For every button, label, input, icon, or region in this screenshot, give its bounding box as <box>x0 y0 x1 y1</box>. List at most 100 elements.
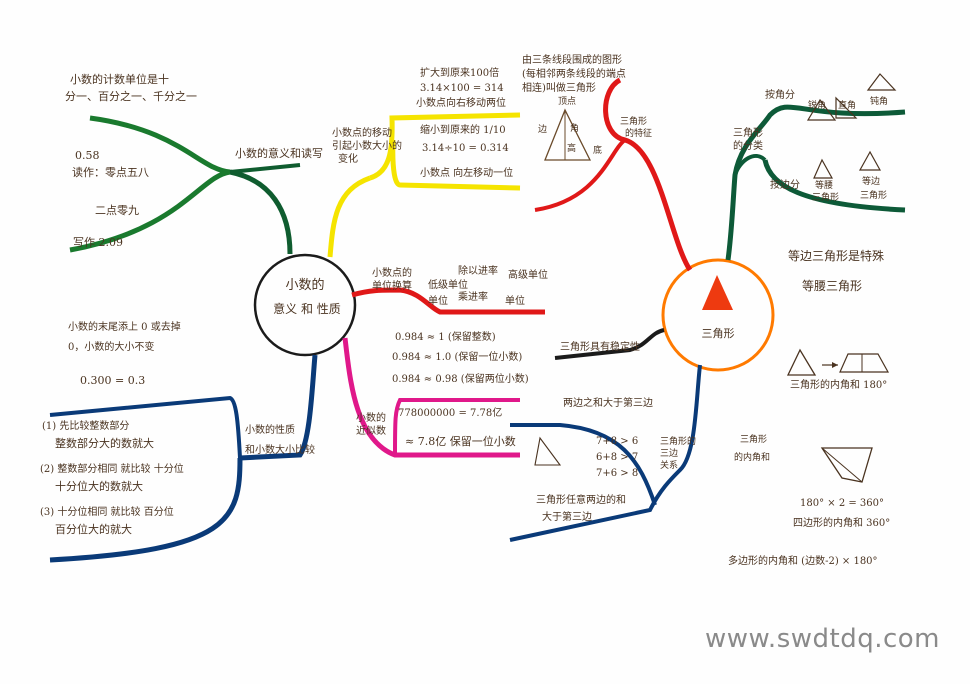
branch-stable <box>554 328 665 360</box>
branch-move <box>327 175 371 258</box>
features-part-vertex: 顶点 <box>558 97 577 107</box>
compare-c2: 整数部分大的数就大 <box>55 437 154 450</box>
compare-c6: 百分位大的就大 <box>55 523 132 536</box>
approx-l1: 0.984 ≈ 1 (保留整数) <box>395 332 496 343</box>
units-r2b: 乘进率 <box>458 292 488 303</box>
angles-eq4: 多边形的内角和 (边数-2) × 180° <box>728 556 878 567</box>
classify-by-side: 按边分 <box>770 180 800 191</box>
move-b2: 3.14÷10 = 0.314 <box>422 143 509 154</box>
triangle-center-label: 三角形 <box>701 327 735 340</box>
decimals-center-line2: 意义 和 性质 <box>273 302 341 316</box>
sides-ineq-3: 7+6 > 8 <box>596 468 639 479</box>
angle-rearranged-figure <box>839 353 890 373</box>
angle-sum-triangle-figure <box>786 348 817 376</box>
sides-ineq-2: 6+8 > 7 <box>596 452 639 463</box>
move-a1: 扩大到原来100倍 <box>420 68 500 79</box>
units-r1a: 低级单位 <box>428 280 468 291</box>
features-label-1: 三角形 <box>620 117 648 127</box>
classify-label-1: 三角形 <box>733 128 763 139</box>
angles-label-1: 三角形 <box>740 435 768 445</box>
classify-note1: 等边三角形是特殊 <box>788 249 885 263</box>
classify-acute: 锐角 <box>808 101 827 111</box>
sides-label-1: 三角形的 <box>660 437 697 447</box>
triangle-center-circle <box>661 258 775 372</box>
units-r1c: 高级单位 <box>508 270 548 281</box>
sides-ineq-1: 7+8 > 6 <box>596 436 639 447</box>
sides-label-3: 关系 <box>660 461 679 471</box>
move-b1: 缩小到原来的 1/10 <box>420 125 506 136</box>
units-r2a: 单位 <box>428 296 448 307</box>
approx-l5: ≈ 7.8亿 保留一位小数 <box>405 435 516 448</box>
features-triangle-figure <box>544 108 592 161</box>
features-part-height: 高 <box>567 144 577 154</box>
meaning-intro-2: 分一、百分之一、千分之一 <box>65 90 197 103</box>
classify-note2: 等腰三角形 <box>802 279 863 293</box>
compare-label-1: 小数的性质 <box>245 425 295 436</box>
approx-label-2: 近似数 <box>356 426 386 437</box>
compare-c3: (2) 整数部分相同 就比较 十分位 <box>40 464 184 475</box>
approx-l4: 778000000 = 7.78亿 <box>398 408 503 419</box>
features-part-side: 边 <box>538 125 548 135</box>
classify-equilateral-2: 三角形 <box>860 191 888 201</box>
classify-isosceles: 等腰 <box>815 181 834 191</box>
meaning-e1: 0.58 <box>75 149 100 162</box>
compare-c4: 十分位大的数就大 <box>55 480 143 493</box>
branch-meaning-top <box>89 115 231 175</box>
approx-l3: 0.984 ≈ 0.98 (保留两位小数) <box>392 374 529 385</box>
approx-label-1: 小数的 <box>356 413 386 424</box>
decimals-center-circle <box>253 253 357 357</box>
move-a2: 3.14×100 = 314 <box>420 83 504 94</box>
meaning-intro-1: 小数的计数单位是十 <box>70 73 169 86</box>
triangle-center-icon <box>702 275 733 310</box>
branch-compare <box>239 354 318 461</box>
move-label-3: 变化 <box>338 154 358 165</box>
classify-equilateral: 等边 <box>862 177 881 187</box>
decimals-center-line1: 小数的 <box>285 278 325 293</box>
move-label-1: 小数点的移动 <box>332 128 392 139</box>
quadrilateral-figure <box>820 447 873 483</box>
approx-l2: 0.984 ≈ 1.0 (保留一位小数) <box>392 352 523 363</box>
meaning-e2: 读作：零点五八 <box>72 166 149 179</box>
angles-eq1: 三角形的内角和 180° <box>790 380 888 391</box>
stable-label: 三角形具有稳定性 <box>560 342 640 353</box>
angles-label-2: 的内角和 <box>734 453 771 463</box>
compare-c1: (1) 先比较整数部分 <box>42 421 130 432</box>
sides-s2: 大于第三边 <box>542 512 592 523</box>
features-label-2: 的特征 <box>625 129 653 139</box>
acute-triangle-figure <box>806 98 837 121</box>
classify-by-angle: 按角分 <box>765 90 795 101</box>
features-top3: 相连)叫做三角形 <box>522 83 596 94</box>
obtuse-triangle-figure <box>866 73 897 91</box>
units-label-2: 单位换算 <box>372 281 412 292</box>
move-b3: 小数点 向左移动一位 <box>420 168 514 179</box>
branch-features <box>603 77 693 272</box>
sides-triangle-figure <box>534 436 562 466</box>
features-top1: 由三条线段围成的图形 <box>522 55 622 66</box>
meaning-label: 小数的意义和读写 <box>235 147 323 160</box>
units-r1b: 除以进率 <box>458 266 498 277</box>
branch-units <box>351 287 545 315</box>
angles-eq3: 四边形的内角和 360° <box>793 518 891 529</box>
classify-label-2: 的分类 <box>733 141 763 152</box>
classify-right: 直角 <box>838 101 857 111</box>
sides-title: 两边之和大于第三边 <box>563 398 653 409</box>
sides-label-2: 三边 <box>660 449 679 459</box>
features-part-angle: 角 <box>570 124 580 134</box>
move-a3: 小数点向右移动两位 <box>416 98 506 109</box>
meaning-e4: 写作 2.09 <box>73 236 123 249</box>
branch-sides <box>509 364 702 542</box>
property-l3: 0.300 = 0.3 <box>80 374 146 387</box>
branch-meaning-trunk <box>229 169 293 255</box>
angles-eq2: 180° × 2 = 360° <box>800 498 885 509</box>
compare-label-2: 和小数大小比较 <box>245 445 315 456</box>
move-label-2: 引起小数大小的 <box>332 141 402 152</box>
equilateral-triangle-figure <box>858 150 882 171</box>
watermark: www.swdtdq.com <box>705 624 940 654</box>
branch-classify <box>725 104 906 261</box>
property-l1: 小数的末尾添上 0 或去掉 <box>68 322 181 333</box>
classify-isosceles-2: 三角形 <box>812 193 840 203</box>
isosceles-triangle-figure <box>813 158 834 179</box>
meaning-e3: 二点零九 <box>95 204 139 217</box>
